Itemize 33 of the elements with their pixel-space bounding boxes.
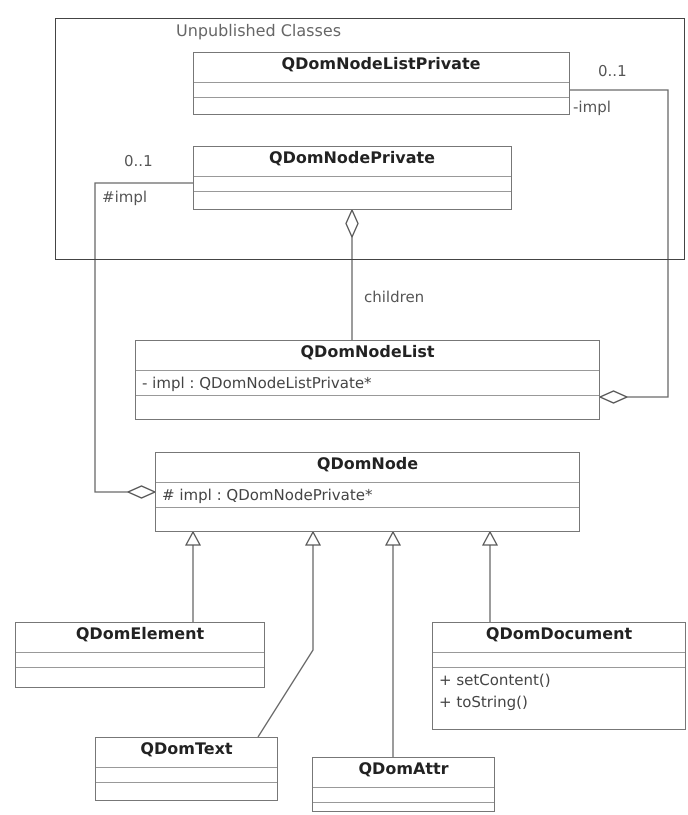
aggregation-line (345, 209, 359, 340)
class-box (312, 757, 495, 812)
class-box (192, 52, 570, 114)
class-name: QDomAttr (358, 759, 449, 778)
class-name: QDomNodePrivate (268, 148, 436, 166)
class-name: QDomText (140, 739, 233, 758)
aggregation-line (94, 182, 193, 499)
class-name: QDomNodeListPrivate (282, 54, 480, 72)
attribute-text: - impl : QDomNodeListPrivate* (142, 373, 372, 394)
aggregation-line (570, 89, 669, 404)
generalization-arrow (185, 531, 201, 622)
class-box (15, 622, 265, 688)
operation-text: + setContent() (439, 670, 551, 691)
class-name: QDomDocument (486, 624, 632, 643)
package-frame (55, 18, 685, 260)
class-name: QDomElement (76, 624, 204, 643)
multiplicity-label: 0..1 (124, 152, 153, 170)
generalization-arrow (482, 531, 498, 622)
class-box (95, 737, 278, 801)
generalization-arrow (257, 531, 321, 738)
class-box (135, 340, 600, 420)
class-box (432, 622, 686, 730)
class-name: QDomNode (316, 454, 418, 473)
operation-text: + toString() (439, 692, 528, 713)
generalization-arrow (385, 531, 401, 757)
class-box (192, 146, 512, 210)
class-name: QDomNodeList (300, 342, 435, 361)
role-name: -impl (573, 98, 611, 116)
multiplicity-label: 0..1 (598, 62, 627, 80)
package-name: Unpublished Classes (176, 21, 342, 40)
class-box (155, 452, 580, 532)
attribute-text: # impl : QDomNodePrivate* (162, 485, 372, 506)
role-name: #impl (102, 188, 148, 206)
